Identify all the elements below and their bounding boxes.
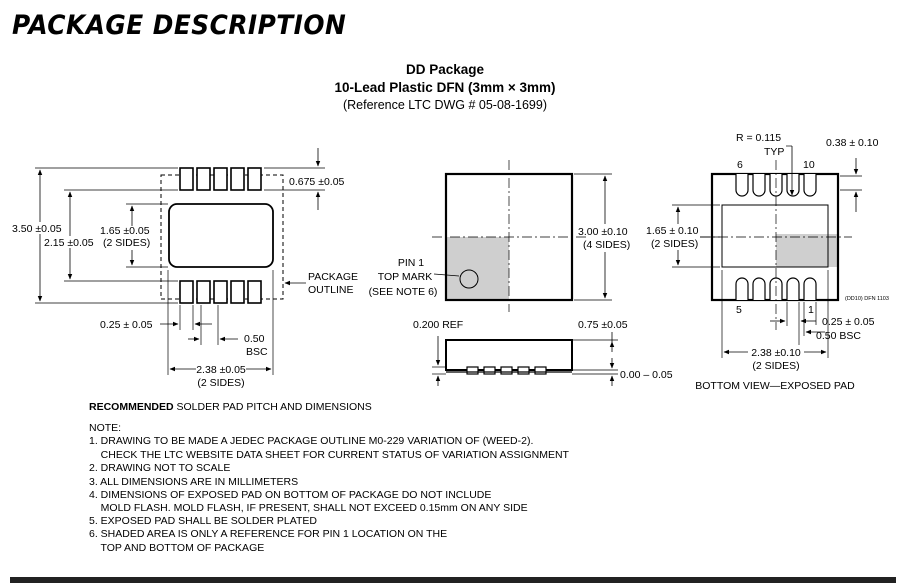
footprint-bottom-pads (179, 280, 262, 304)
side-view-body (445, 339, 573, 371)
note-line: 1. DRAWING TO BE MADE A JEDEC PACKAGE OU… (89, 435, 533, 447)
dim-pad-length-2-note: (2 SIDES) (197, 377, 244, 389)
side-view-leads (446, 366, 572, 375)
bottom-dim-pad-length-note: (2 SIDES) (752, 360, 799, 372)
package-type: 10-Lead Plastic DFN (3mm × 3mm) (335, 80, 556, 95)
note-line: 3. ALL DIMENSIONS ARE IN MILLIMETERS (89, 476, 298, 488)
note-line: CHECK THE LTC WEBSITE DATA SHEET FOR CUR… (89, 449, 570, 461)
pin-10-label: 10 (803, 159, 815, 171)
bottom-dim-pad-width-note: (2 SIDES) (651, 238, 698, 250)
package-reference: (Reference LTC DWG # 05-08-1699) (343, 98, 547, 112)
dim-overall-length: 3.50 ±0.05 (12, 223, 62, 235)
notes-title: NOTE: (89, 422, 121, 434)
footprint-pad (247, 280, 262, 304)
dim-corner: 0.38 ± 0.10 (826, 137, 879, 149)
dim-pad-length: 0.675 ±0.05 (289, 176, 345, 188)
bottom-exposed-pad (721, 204, 829, 268)
package-outline-dashed (160, 174, 284, 300)
footprint-pad (213, 167, 228, 191)
dim-standoff: 0.00 – 0.05 (620, 369, 673, 381)
footprint-exposed-pad (168, 203, 274, 268)
pin1-shaded-area (446, 237, 509, 300)
footprint-pad (230, 280, 245, 304)
pin-6-label: 6 (737, 159, 743, 171)
radius-label: R = 0.115 (736, 132, 781, 144)
pin-5-label: 5 (736, 304, 742, 316)
bottom-dim-pad-length: 2.38 ±0.10 (751, 347, 801, 359)
footprint-pad (179, 167, 194, 191)
footprint-caption: RECOMMENDED SOLDER PAD PITCH AND DIMENSI… (89, 401, 372, 413)
top-view: PIN 1 TOP MARK (SEE NOTE 6) 3.00 ±0.10 (… (369, 160, 630, 312)
dim-body-note: (4 SIDES) (583, 239, 630, 251)
dim-pad-length-2: 2.38 ±0.05 (196, 364, 246, 376)
side-view: 0.200 REF 0.75 ±0.05 0.00 – 0.05 (413, 319, 673, 386)
note-line: 5. EXPOSED PAD SHALL BE SOLDER PLATED (89, 515, 317, 527)
pin1-label-2: TOP MARK (378, 271, 432, 283)
note-line: 2. DRAWING NOT TO SCALE (89, 462, 230, 474)
footprint-pad (196, 167, 211, 191)
dim-pad-width: 1.65 ±0.05 (100, 225, 150, 237)
note-line: 4. DIMENSIONS OF EXPOSED PAD ON BOTTOM O… (89, 489, 491, 501)
footprint-view: 0.675 ±0.05 3.50 ±0.05 2.15 ±0.05 1.65 ±… (12, 148, 358, 389)
pin1-label-1: PIN 1 (398, 257, 424, 269)
dim-height: 0.75 ±0.05 (578, 319, 628, 331)
pin1-mark-circle (459, 269, 479, 289)
dim-lead-width: 0.25 ± 0.05 (100, 319, 153, 331)
drawing-code: (DD10) DFN 1103 (845, 296, 889, 302)
footprint-caption-rest: SOLDER PAD PITCH AND DIMENSIONS (174, 401, 372, 413)
pin-1-label: 1 (808, 304, 814, 316)
radius-typ: TYP (764, 146, 784, 158)
footprint-caption-bold: RECOMMENDED (89, 401, 174, 413)
footprint-top-pads (179, 167, 262, 191)
footprint-pad (247, 167, 262, 191)
dim-pitch: 0.50 (244, 333, 265, 345)
bottom-rule (10, 577, 896, 583)
bottom-dim-pitch: 0.50 BSC (816, 330, 861, 342)
package-outline-label-1: PACKAGE (308, 271, 358, 283)
bottom-dim-lead-width: 0.25 ± 0.05 (822, 316, 875, 328)
dim-ref: 0.200 REF (413, 319, 463, 331)
dim-exposed-pad-width: 2.15 ±0.05 (44, 237, 94, 249)
pin1-label-3: (SEE NOTE 6) (369, 286, 438, 298)
dim-pitch-note: BSC (246, 346, 268, 358)
bottom-view: R = 0.115 TYP 0.38 ± 0.10 6 10 5 1 1.65 … (646, 132, 889, 392)
footprint-pad (196, 280, 211, 304)
note-line: TOP AND BOTTOM OF PACKAGE (89, 542, 264, 554)
notes-block: NOTE: 1. DRAWING TO BE MADE A JEDEC PACK… (89, 422, 570, 554)
note-line: 6. SHADED AREA IS ONLY A REFERENCE FOR P… (89, 528, 447, 540)
footprint-pad (230, 167, 245, 191)
bottom-dim-pad-width: 1.65 ± 0.10 (646, 225, 699, 237)
package-name: DD Package (406, 62, 485, 77)
footprint-pad (213, 280, 228, 304)
page-heading: PACKAGE DESCRIPTION (12, 10, 347, 41)
footprint-pad (179, 280, 194, 304)
package-outline-label-2: OUTLINE (308, 284, 354, 296)
dim-pad-width-note: (2 SIDES) (103, 237, 150, 249)
note-line: MOLD FLASH. MOLD FLASH, IF PRESENT, SHAL… (89, 502, 528, 514)
bottom-pin1-shaded-area (776, 234, 838, 267)
dim-body: 3.00 ±0.10 (578, 226, 628, 238)
bottom-view-caption: BOTTOM VIEW—EXPOSED PAD (695, 380, 855, 392)
